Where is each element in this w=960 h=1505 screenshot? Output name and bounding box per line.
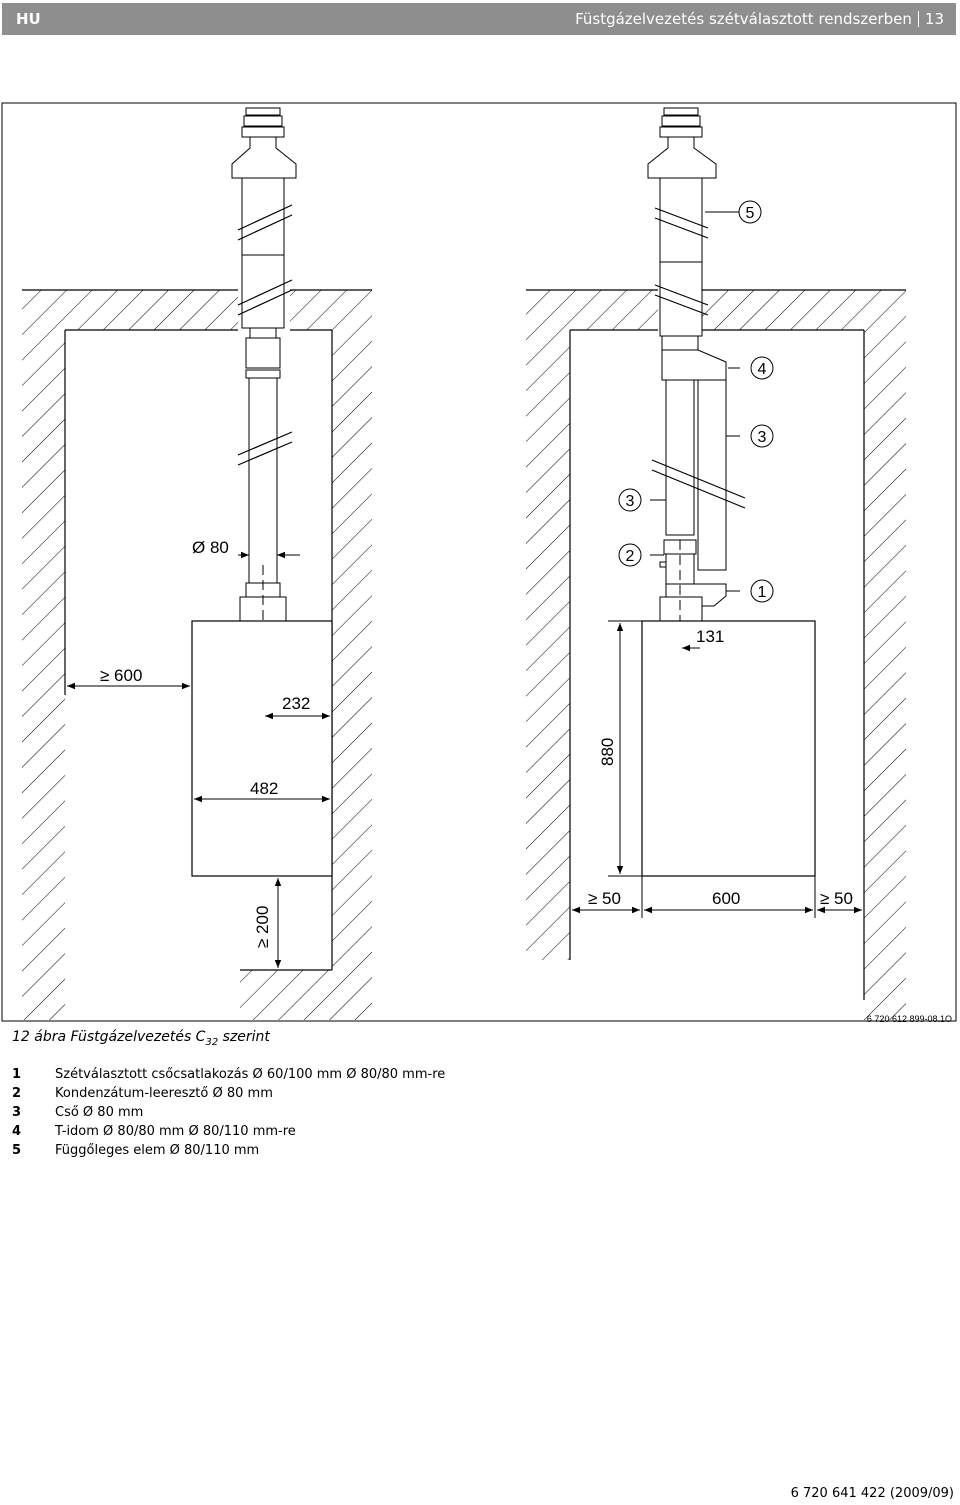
figure-frame — [1, 102, 957, 1022]
figure-caption: 12 ábra Füstgázelvezetés C32 szerint — [12, 1029, 270, 1048]
left-wall-hatch — [22, 290, 238, 695]
left-installation: Ø 80 ≥ 600 232 482 ≥ 200 — [22, 107, 372, 1020]
page-number: 13 — [924, 10, 944, 28]
right-boiler — [641, 620, 816, 877]
right-height-label: 880 — [598, 738, 617, 766]
callout-1: 1 — [750, 579, 774, 603]
left-boiler — [191, 620, 333, 877]
callout-4: 4 — [750, 356, 774, 380]
figure-reference-code: 6 720 612 899-08.1O — [867, 1014, 952, 1024]
left-width-label: 482 — [250, 779, 278, 798]
header-divider — [917, 11, 919, 27]
left-diameter-label: Ø 80 — [192, 538, 229, 557]
page-header: HU Füstgázelvezetés szétválasztott rends… — [2, 3, 956, 35]
svg-text:1: 1 — [758, 584, 767, 601]
left-side-clearance-label: ≥ 600 — [100, 666, 142, 685]
section-title: Füstgázelvezetés szétválasztott rendszer… — [575, 10, 912, 28]
callout-2: 2 — [618, 543, 642, 567]
right-left-clearance-label: ≥ 50 — [588, 889, 621, 908]
callout-3-left: 3 — [618, 488, 642, 512]
callout-5: 5 — [738, 200, 762, 224]
right-right-clearance-label: ≥ 50 — [820, 889, 853, 908]
page-title: Füstgázelvezetés szétválasztott rendszer… — [575, 10, 944, 28]
left-offset-label: 232 — [282, 694, 310, 713]
svg-text:3: 3 — [626, 493, 635, 510]
svg-text:2: 2 — [626, 548, 635, 565]
document-number: 6 720 641 422 (2009/09) — [790, 1486, 954, 1501]
svg-text:5: 5 — [746, 205, 755, 222]
flue-diagram: Ø 80 ≥ 600 232 482 ≥ 200 — [1, 102, 957, 1024]
svg-text:3: 3 — [758, 429, 767, 446]
callout-3-right: 3 — [750, 424, 774, 448]
svg-text:4: 4 — [758, 361, 767, 378]
right-offset-label: 131 — [696, 627, 724, 646]
language-code: HU — [16, 10, 41, 28]
right-width-label: 600 — [712, 889, 740, 908]
left-bottom-clearance-label: ≥ 200 — [253, 906, 272, 948]
right-installation: 131 880 ≥ 50 600 ≥ 50 5 4 3 3 2 1 — [526, 107, 906, 1020]
